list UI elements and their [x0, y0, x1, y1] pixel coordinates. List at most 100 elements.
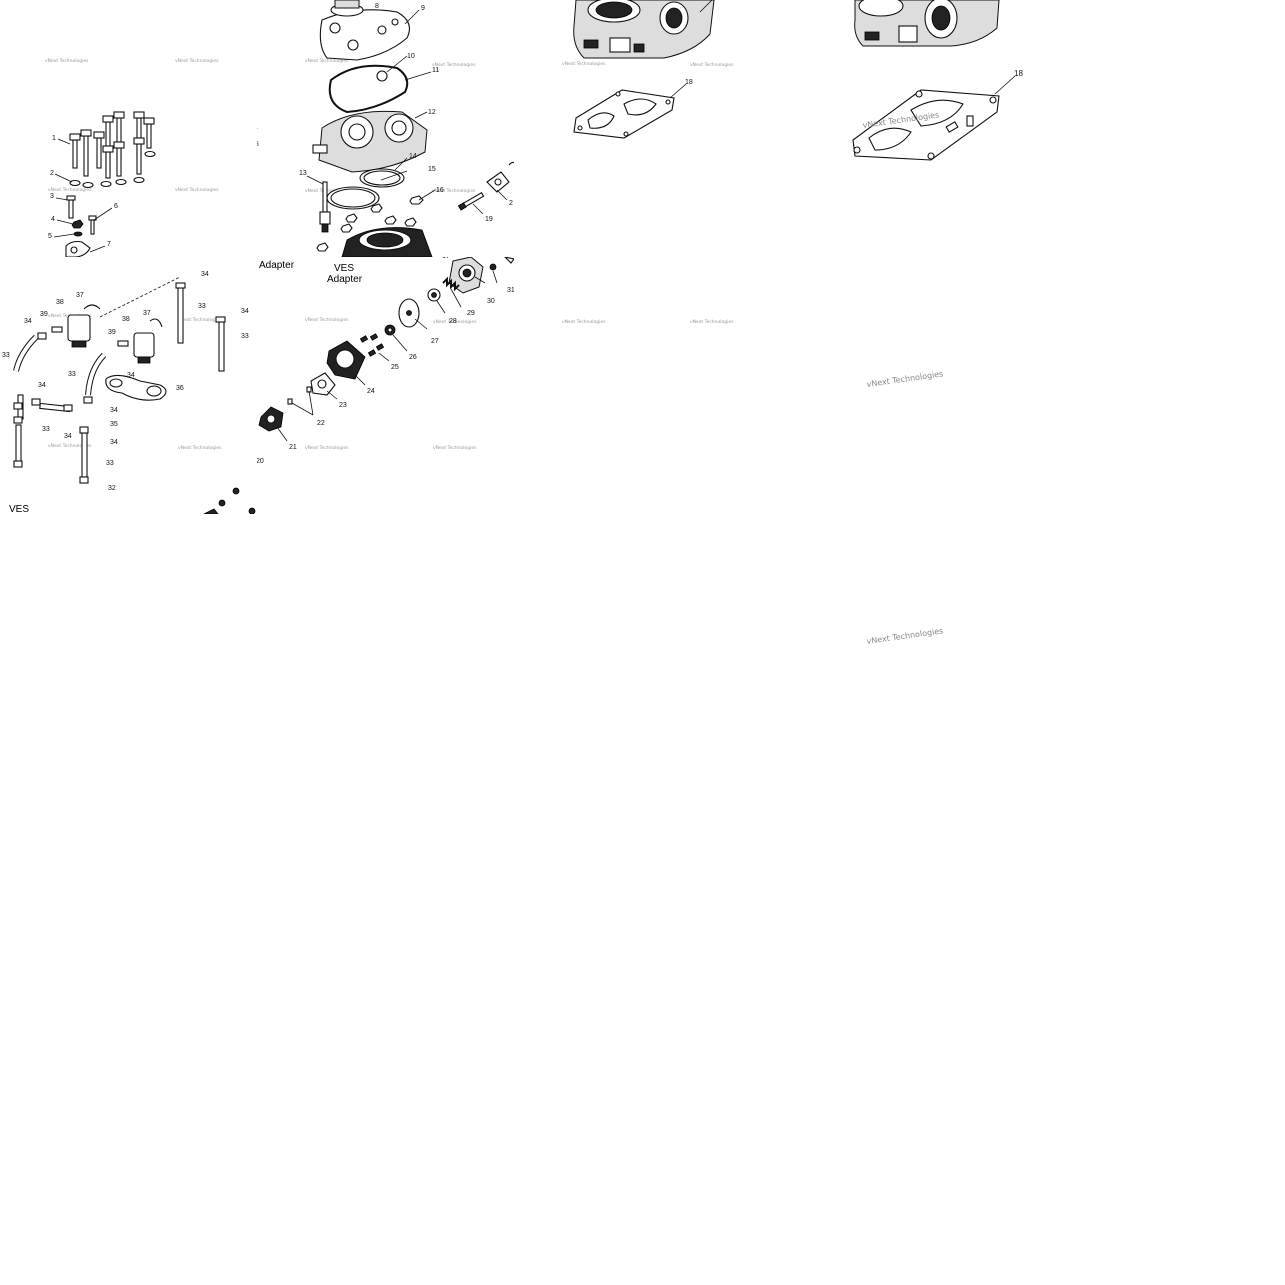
vent-hose	[177, 286, 184, 344]
watermark: vNext Technologies	[45, 58, 89, 64]
callout-34: 34	[127, 372, 135, 379]
watermark: vNext Technologies	[433, 445, 477, 451]
blank-tile-svg: vNext Technologies	[866, 626, 944, 646]
watermark: vNext Technologies	[562, 61, 606, 67]
watermark: vNext Technologies	[178, 317, 222, 323]
callout-6: 6	[114, 203, 118, 210]
watermark: vNext Technologies	[433, 319, 477, 325]
nuts	[316, 195, 424, 252]
cylinder-block	[573, 0, 715, 59]
callout-20: 2	[509, 200, 513, 207]
base-gasket	[852, 89, 1000, 161]
ves-adapter-label: VES	[334, 263, 354, 274]
clamp	[508, 161, 514, 168]
fitting	[504, 257, 514, 264]
callout-33: 33	[68, 371, 76, 378]
small-bolt	[66, 195, 76, 219]
watermark: vNext Technologies	[178, 445, 222, 451]
callout-39: 39	[108, 329, 116, 336]
callout-38: 38	[56, 299, 64, 306]
cylinder-diagram-large: vNext Technologies 18	[852, 0, 1023, 161]
callout-36: 36	[176, 385, 184, 392]
callout-21: 21	[289, 444, 297, 451]
callout-9: 9	[421, 5, 425, 12]
callout-34: 34	[38, 382, 46, 389]
callout-34: 34	[201, 271, 209, 278]
screws	[359, 333, 385, 357]
watermark: vNext Technologies	[305, 317, 349, 323]
watermark: vNext Technologies	[690, 319, 734, 325]
callout-23: 23	[339, 402, 347, 409]
tile-blank: vNext Technologies vNext Technologies	[514, 257, 771, 514]
watermark: vNext Technologies	[305, 58, 349, 64]
callout-27: 27	[431, 338, 439, 345]
callout-16: 16	[436, 187, 444, 194]
pins	[287, 386, 312, 405]
callout-19: 19	[485, 216, 493, 223]
pump-diagram: vNext Technologies vNext Technologies vN…	[257, 257, 514, 465]
callout-4: 4	[51, 216, 55, 223]
callout-39: 39	[40, 311, 48, 318]
cylinder-block	[854, 0, 1000, 47]
blank-tile-svg: vNext Technologies vNext Technologies	[562, 319, 734, 325]
callout-34: 34	[257, 125, 258, 132]
stud	[88, 215, 97, 235]
callout-37: 37	[76, 292, 84, 299]
tile-pump: vNext Technologies vNext Technologies vN…	[257, 257, 514, 514]
callout-11: 11	[432, 67, 439, 74]
callout-33: 33	[42, 426, 50, 433]
spring	[442, 276, 460, 292]
callout-34: 34	[64, 433, 72, 440]
head-housing	[312, 110, 428, 173]
callout-3: 3	[50, 193, 54, 200]
vent-hose	[15, 424, 22, 466]
watermark: vNext Technologies	[562, 319, 606, 325]
sensor	[457, 192, 485, 211]
watermark: vNext Technologies	[432, 188, 476, 194]
callout-34: 34	[110, 439, 118, 446]
vent-hose	[218, 320, 225, 372]
callout-24: 24	[367, 388, 375, 395]
tile-cylinder-small: vNext Technologies vNext Technologies 18	[514, 0, 771, 257]
fitting	[65, 240, 91, 257]
callout-5: 5	[48, 233, 52, 240]
o-ring-inner	[363, 170, 401, 186]
hardware	[203, 487, 256, 514]
base-gasket	[573, 89, 675, 139]
watermark: vNext Technologies	[48, 443, 92, 449]
callout-13: 13	[299, 170, 307, 177]
watermark: vNext Technologies	[866, 369, 944, 389]
tile-blank: vNext Technologies	[771, 514, 1028, 771]
tile-head-cover: vNext Technologies vNext Technologies vN…	[257, 0, 514, 257]
ves-hose-diagram: vNext Technologies vNext Technologies vN…	[2, 271, 256, 514]
screw	[489, 263, 497, 271]
tile-fasteners: vNext Technologies vNext Technologies vN…	[0, 0, 257, 257]
tile-blank: vNext Technologies	[771, 257, 1028, 514]
adapter-label: Adapter	[259, 260, 295, 271]
watermark: vNext Technologies	[690, 62, 734, 68]
solenoid	[133, 318, 163, 364]
watermark: vNext Technologies	[305, 445, 349, 451]
callout-18: 18	[1014, 69, 1023, 78]
bracket	[105, 374, 167, 401]
callout-17: 17	[442, 257, 450, 260]
washer-group	[69, 150, 156, 189]
callout-26: 26	[409, 354, 417, 361]
pump-cover	[326, 340, 366, 380]
callout-33: 33	[241, 333, 249, 340]
head-cover-diagram: vNext Technologies vNext Technologies vN…	[257, 0, 514, 257]
callout-35: 35	[257, 141, 259, 148]
callout-31: 31	[507, 287, 514, 294]
cover-plate	[319, 0, 410, 61]
watermark: vNext Technologies	[866, 626, 944, 646]
callout-15: 15	[428, 166, 436, 173]
callout-22: 22	[317, 420, 325, 427]
o-ring-inner	[330, 188, 376, 208]
callout-34: 34	[241, 308, 249, 315]
callout-33: 33	[198, 303, 206, 310]
callout-1: 1	[52, 135, 56, 142]
callout-29: 29	[467, 310, 475, 317]
gasket	[328, 64, 409, 114]
bolt-group	[69, 111, 155, 179]
callout-7: 7	[107, 241, 111, 248]
